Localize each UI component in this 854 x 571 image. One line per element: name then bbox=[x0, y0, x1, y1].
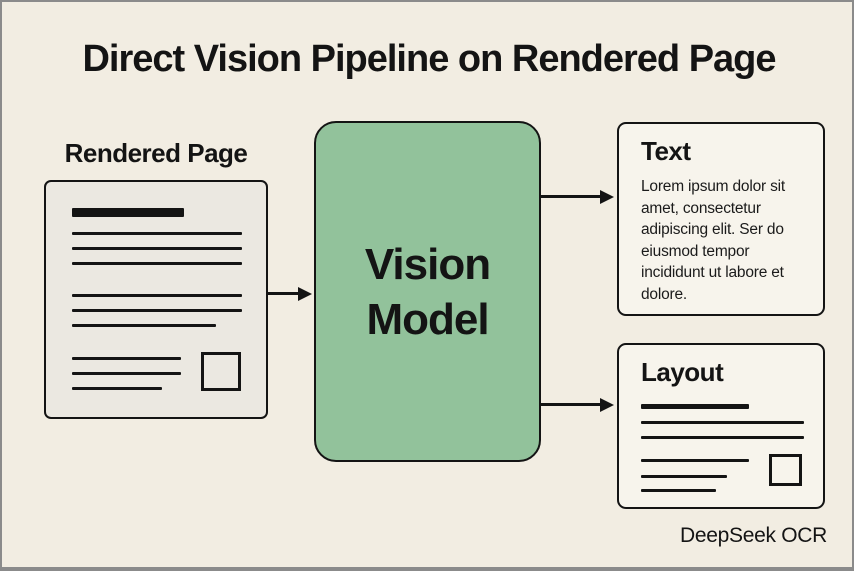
arrow-page-to-model bbox=[268, 292, 299, 295]
deepseek-ocr-caption: DeepSeek OCR bbox=[680, 524, 827, 547]
doc-title-bar bbox=[72, 208, 184, 217]
doc-text-line bbox=[72, 324, 216, 327]
layout-text-line bbox=[641, 459, 749, 462]
layout-text-line bbox=[641, 421, 804, 424]
text-output-heading: Text bbox=[641, 136, 691, 166]
doc-text-line bbox=[72, 294, 242, 297]
rendered-page-document-icon bbox=[44, 180, 268, 419]
text-output-panel: Text Lorem ipsum dolor sit amet, consect… bbox=[617, 122, 825, 316]
layout-text-line bbox=[641, 475, 727, 478]
vision-model-label-line2: Model bbox=[366, 294, 489, 344]
layout-text-line bbox=[641, 436, 804, 439]
doc-text-line bbox=[72, 372, 181, 375]
layout-title-bar bbox=[641, 404, 749, 409]
text-output-body-line: dolore. bbox=[641, 285, 687, 303]
layout-output-heading: Layout bbox=[641, 357, 724, 387]
doc-text-line bbox=[72, 247, 242, 250]
text-output-body-line: Lorem ipsum dolor sit bbox=[641, 178, 785, 195]
rendered-page-label: Rendered Page bbox=[64, 138, 248, 168]
layout-text-line bbox=[641, 489, 716, 492]
diagram-title: Direct Vision Pipeline on Rendered Page bbox=[82, 38, 776, 80]
layout-figure-placeholder bbox=[769, 454, 802, 486]
text-output-body-line: amet, consectetur bbox=[641, 199, 761, 217]
doc-figure-placeholder bbox=[201, 352, 241, 391]
doc-text-line bbox=[72, 387, 162, 390]
text-output-body: Lorem ipsum dolor sit amet, consectetur … bbox=[641, 176, 819, 306]
layout-output-panel: Layout bbox=[617, 343, 825, 509]
arrow-model-to-text bbox=[541, 195, 601, 198]
vision-model-label-line1: Vision bbox=[364, 239, 491, 289]
text-output-body-line: incididunt ut labore et bbox=[641, 264, 784, 282]
arrow-model-to-layout bbox=[541, 403, 601, 406]
doc-text-line bbox=[72, 357, 181, 360]
vision-model-label: Vision Model bbox=[364, 237, 491, 347]
text-output-body-line: adipiscing elit. Ser do bbox=[641, 221, 784, 239]
doc-text-line bbox=[72, 262, 242, 265]
doc-text-line bbox=[72, 309, 242, 312]
text-output-body-line: eiusmod tempor bbox=[641, 242, 750, 260]
vision-model-node: Vision Model bbox=[314, 121, 541, 462]
doc-text-line bbox=[72, 232, 242, 235]
